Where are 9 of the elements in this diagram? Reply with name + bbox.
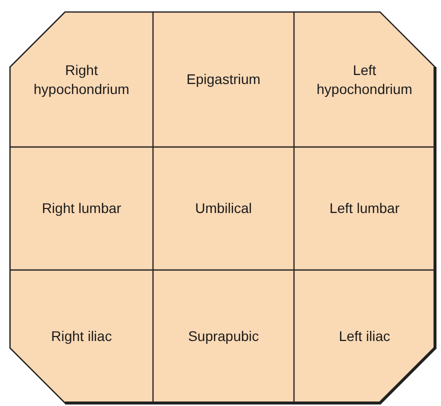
region-label: Right hypochondrium bbox=[22, 60, 142, 98]
region-label: Umbilical bbox=[195, 199, 252, 218]
region-label: Epigastrium bbox=[186, 70, 260, 89]
region-label: Left hypochondrium bbox=[304, 60, 424, 98]
region-label: Left iliac bbox=[338, 327, 390, 346]
region-label: Right lumbar bbox=[42, 199, 122, 218]
region-label: Left lumbar bbox=[329, 199, 400, 218]
region-label: Right iliac bbox=[51, 327, 112, 346]
region-label: Suprapubic bbox=[188, 327, 259, 346]
